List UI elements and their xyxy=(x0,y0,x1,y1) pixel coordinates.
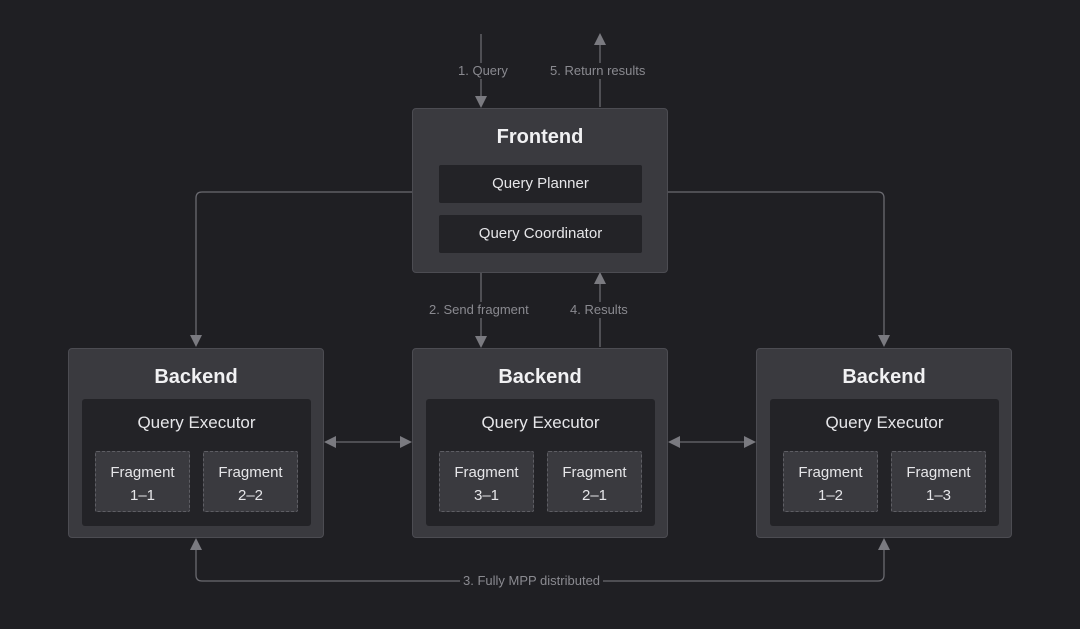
query-label: 1. Query xyxy=(455,63,511,79)
frontend-to-right-backend-arrow xyxy=(668,191,890,347)
backend-title: Backend xyxy=(498,366,582,388)
query-executor: Query Executor Fragment 1–1 Fragment 2–2 xyxy=(82,399,311,526)
fragment-box: Fragment 1–2 xyxy=(783,451,878,512)
query-executor-title: Query Executor xyxy=(825,413,944,432)
fragment-box: Fragment 2–2 xyxy=(203,451,298,512)
fragment-id: 2–1 xyxy=(581,487,608,504)
backend-title: Backend xyxy=(154,366,238,388)
fragment-box: Fragment 1–1 xyxy=(95,451,190,512)
fragment-id: 1–1 xyxy=(129,487,156,504)
query-executor: Query Executor Fragment 3–1 Fragment 2–1 xyxy=(426,399,655,526)
send-fragment-label: 2. Send fragment xyxy=(426,302,532,318)
fragment-label: Fragment xyxy=(110,464,175,481)
fragment-id: 2–2 xyxy=(237,487,264,504)
backend-node-left: Backend Query Executor Fragment 1–1 Frag… xyxy=(68,348,324,538)
frontend-to-left-backend-arrow xyxy=(190,191,412,347)
frontend-title: Frontend xyxy=(496,126,584,148)
results-label: 4. Results xyxy=(567,302,631,318)
backend-title: Backend xyxy=(842,366,926,388)
frontend-node: Frontend Query Planner Query Coordinator xyxy=(412,108,668,273)
fragment-box: Fragment 3–1 xyxy=(439,451,534,512)
backend-node-middle: Backend Query Executor Fragment 3–1 Frag… xyxy=(412,348,668,538)
fragment-id: 1–2 xyxy=(817,487,844,504)
fragment-label: Fragment xyxy=(798,464,863,481)
fragment-label: Fragment xyxy=(454,464,519,481)
query-coordinator: Query Coordinator xyxy=(439,215,642,253)
backend-node-right: Backend Query Executor Fragment 1–2 Frag… xyxy=(756,348,1012,538)
fragment-label: Fragment xyxy=(562,464,627,481)
fragment-box: Fragment 2–1 xyxy=(547,451,642,512)
fragment-id: 3–1 xyxy=(473,487,500,504)
mpp-label: 3. Fully MPP distributed xyxy=(460,573,604,589)
fragment-label: Fragment xyxy=(906,464,971,481)
query-executor-title: Query Executor xyxy=(481,413,600,432)
return-results-label: 5. Return results xyxy=(547,63,649,79)
fragment-id: 1–3 xyxy=(925,487,952,504)
fragment-label: Fragment xyxy=(218,464,283,481)
fragment-box: Fragment 1–3 xyxy=(891,451,986,512)
query-planner: Query Planner xyxy=(439,165,642,203)
query-executor-title: Query Executor xyxy=(137,413,256,432)
query-executor: Query Executor Fragment 1–2 Fragment 1–3 xyxy=(770,399,999,526)
